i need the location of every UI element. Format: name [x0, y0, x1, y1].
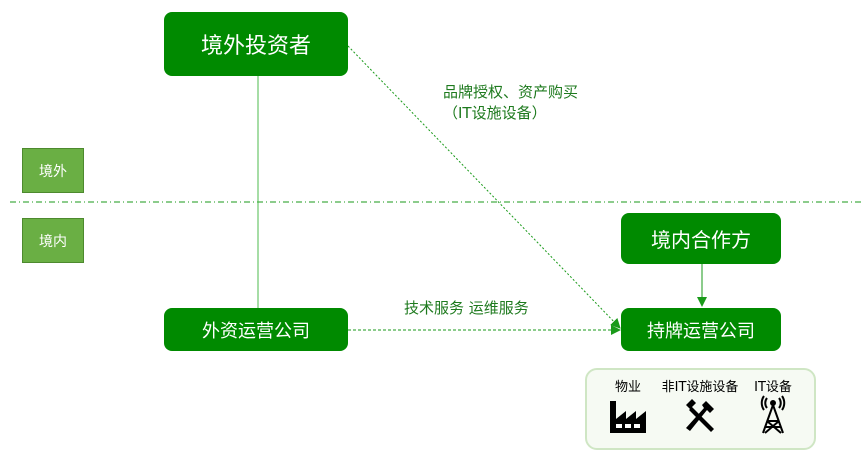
factory-icon	[610, 401, 646, 433]
domestic-partner-node: 境内合作方	[621, 213, 781, 264]
zone-inside-label: 境内	[22, 218, 84, 263]
asset-label: 非IT设施设备	[661, 380, 739, 395]
zone-outside-label: 境外	[22, 148, 84, 193]
brand-license-label: 品牌授权、资产购买（IT设施设备）	[443, 83, 579, 122]
asset-item: IT设备	[748, 376, 798, 439]
asset-item: 非IT设施设备	[650, 376, 750, 439]
tower-icon	[760, 395, 786, 434]
hammer-pick-icon	[686, 399, 714, 432]
asset-label: IT设备	[754, 380, 792, 395]
assets-panel	[585, 368, 816, 450]
foreign-op-company-node: 外资运营公司	[164, 308, 348, 351]
licensed-op-company-node: 持牌运营公司	[621, 308, 781, 351]
license-arrow	[347, 45, 621, 329]
foreign-investor-node: 境外投资者	[164, 12, 348, 76]
asset-label: 物业	[614, 380, 641, 395]
asset-item: 物业	[606, 376, 650, 439]
services-label: 技术服务 运维服务	[404, 299, 529, 317]
